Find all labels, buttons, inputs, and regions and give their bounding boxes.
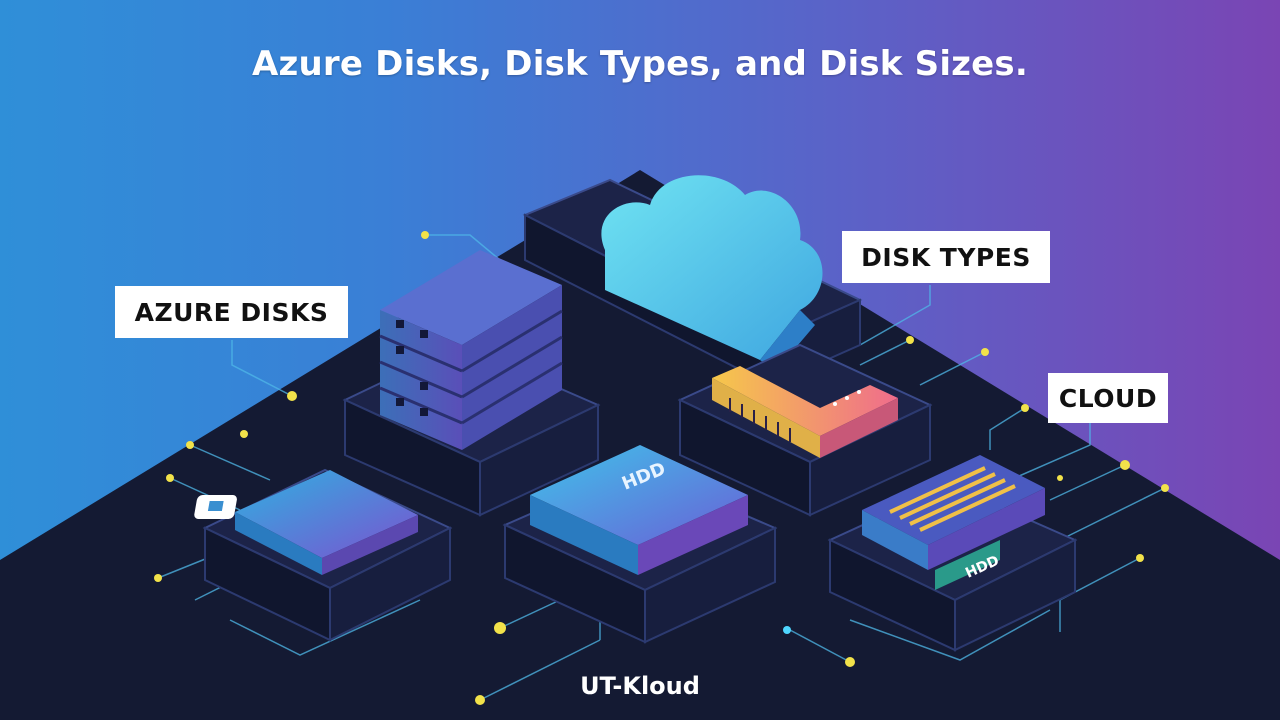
glow-dots-yellow (154, 231, 1169, 705)
hdd-disk-icon: HDD (530, 445, 748, 575)
circuit-lines (157, 234, 1166, 701)
hdd-drive-icon: HDD (862, 455, 1045, 590)
brand-logo-text: UT-Kloud (580, 672, 700, 700)
page-title: Azure Disks, Disk Types, and Disk Sizes. (252, 44, 1028, 84)
azure-disks-label: AZURE DISKS (115, 286, 348, 338)
azure-disk-chip-icon (194, 470, 418, 575)
disk-types-label: DISK TYPES (842, 231, 1050, 283)
ssd-device-icon (712, 366, 898, 458)
server-stack-icon (379, 250, 563, 450)
cloud-label: CLOUD (1048, 373, 1168, 423)
